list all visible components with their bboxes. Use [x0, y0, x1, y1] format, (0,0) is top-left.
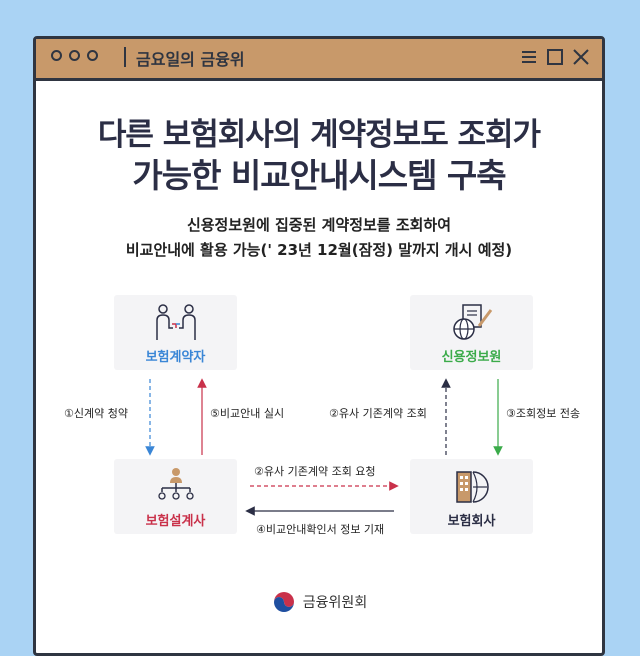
title-divider [124, 47, 126, 67]
window-dots [51, 50, 98, 61]
close-icon[interactable] [572, 48, 590, 66]
subtitle-line2: 비교안내에 활용 가능(' 23년 12월(잠정) 말까지 개시 예정) [125, 241, 513, 259]
step3-label: ③조회정보 전송 [506, 407, 581, 420]
window-controls [520, 48, 590, 66]
maximize-icon[interactable] [546, 48, 564, 66]
flow-arrows [145, 378, 503, 516]
node-company: 보험회사 [410, 459, 533, 534]
org-chart-icon [157, 468, 194, 500]
footer: 금융위원회 [36, 589, 602, 615]
node-planner: 보험설계사 [114, 459, 237, 534]
footer-org: 금융위원회 [302, 595, 368, 611]
headline-line2: 가능한 비교안내시스템 구축 [132, 156, 506, 195]
node-planner-label: 보험설계사 [145, 514, 206, 529]
circle-icon[interactable] [69, 50, 80, 61]
building-globe-icon [455, 471, 489, 503]
node-insured-label: 보험계약자 [145, 350, 206, 365]
window-title: 금요일의 금융위 [136, 50, 245, 69]
node-credit-info: 신용정보원 [410, 295, 533, 370]
node-credit-info-label: 신용정보원 [441, 350, 502, 365]
headline-line1: 다른 보험회사의 계약정보도 조회가 [97, 117, 541, 153]
menu-icon[interactable] [520, 48, 538, 66]
step4-label: ④비교안내확인서 정보 기재 [256, 523, 385, 536]
step5-label: ⑤비교안내 실시 [210, 407, 285, 420]
app-window: 금요일의 금융위 다른 보험회사의 계약정보도 조회가 가능한 비교안내시스템 … [33, 36, 605, 656]
globe-clipboard-icon [452, 304, 492, 340]
subtitle-line1: 신용정보원에 집중된 계약정보를 조회하여 [186, 216, 452, 234]
step2a-label: ②유사 기존계약 조회 [329, 407, 427, 420]
circle-icon[interactable] [51, 50, 62, 61]
people-meeting-icon [155, 304, 196, 340]
title-bar: 금요일의 금융위 [36, 39, 602, 81]
node-company-label: 보험회사 [447, 514, 496, 529]
taegeuk-logo-icon [273, 592, 294, 612]
step2b-label: ②유사 기존계약 조회 요청 [254, 465, 376, 478]
circle-icon[interactable] [87, 50, 98, 61]
node-insured: 보험계약자 [114, 295, 237, 370]
step1-label: ①신계약 청약 [64, 407, 128, 420]
